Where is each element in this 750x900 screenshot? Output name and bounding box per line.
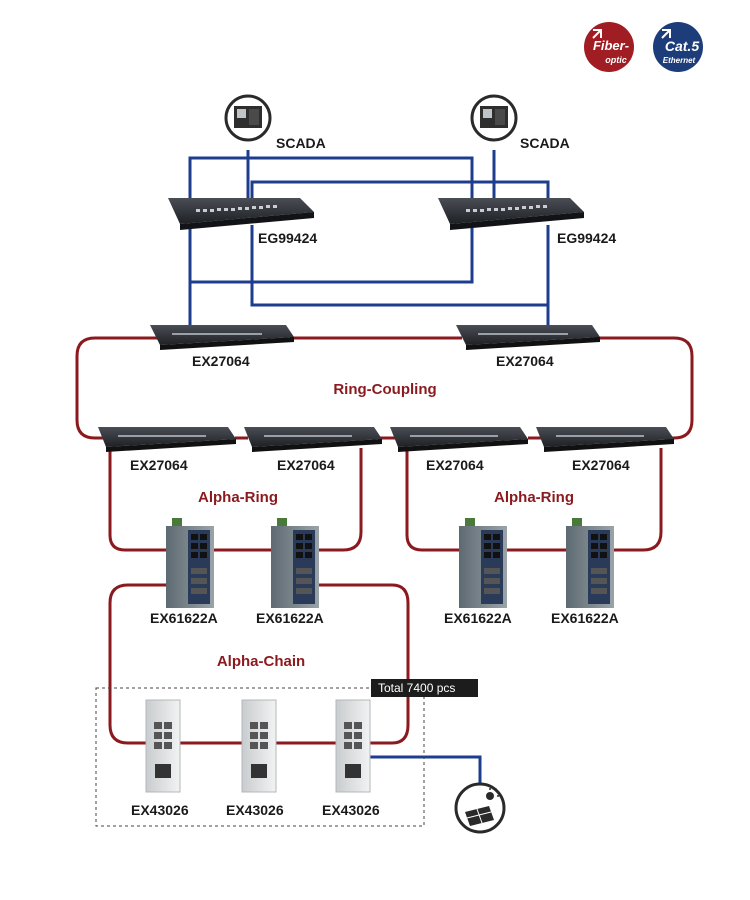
fiber-badge-line1: Fiber- [593,38,629,53]
fiber-badge-line2: optic [605,55,627,65]
alpha-ring-right-title: Alpha-Ring [494,489,574,506]
alpha-ring-left-switch-label-1: EX27064 [130,457,188,473]
din-switch [166,518,214,608]
din-label-4: EX61622A [551,610,619,626]
alpha-ring-right-switch-label-1: EX27064 [426,457,484,473]
din-label-2: EX61622A [256,610,324,626]
ring-coupling-switch-right [456,325,600,350]
ring-coupling-switch-left [150,325,294,350]
din-switch [459,518,507,608]
ring-coupling-label-right: EX27064 [496,353,554,369]
core-label-right: EG99424 [557,230,616,246]
core-switch-right [438,198,584,230]
chain-label-3: EX43026 [322,802,380,818]
alpha-ring-switch [390,427,528,452]
solar-copper-link [369,755,482,790]
copper-links [188,150,550,325]
scada-label-left: SCADA [276,135,326,151]
fiber-links [75,336,694,745]
alpha-ring-switch [536,427,674,452]
cat5-badge-line1: Cat.5 [665,38,699,54]
chain-switch [335,699,371,793]
chain-switch [241,699,277,793]
alpha-ring-left-title: Alpha-Ring [198,489,278,506]
solar-panel-icon [454,782,506,834]
chain-label-1: EX43026 [131,802,189,818]
total-count-tag: Total 7400 pcs [371,679,478,697]
cat5-badge-line2: Ethernet [663,56,696,65]
cat5-ethernet-badge-icon: Cat.5 Ethernet [653,22,703,72]
fiber-optic-badge-icon: Fiber- optic [584,22,634,72]
alpha-ring-right-switch-label-2: EX27064 [572,457,630,473]
alpha-ring-switch [244,427,382,452]
din-label-1: EX61622A [150,610,218,626]
chain-label-2: EX43026 [226,802,284,818]
ring-coupling-label-left: EX27064 [192,353,250,369]
scada-server-icon [224,94,272,142]
scada-server-icon [470,94,518,142]
core-label-left: EG99424 [258,230,317,246]
alpha-ring-left-switch-label-2: EX27064 [277,457,335,473]
core-switch-left [168,198,314,230]
scada-label-right: SCADA [520,135,570,151]
din-label-3: EX61622A [444,610,512,626]
alpha-chain-title: Alpha-Chain [217,653,305,670]
chain-switch [145,699,181,793]
alpha-chain-group-box [95,687,425,827]
alpha-ring-switch [98,427,236,452]
total-count-label: Total 7400 pcs [378,681,455,695]
din-switch [566,518,614,608]
din-switch [271,518,319,608]
ring-coupling-title: Ring-Coupling [333,381,436,398]
